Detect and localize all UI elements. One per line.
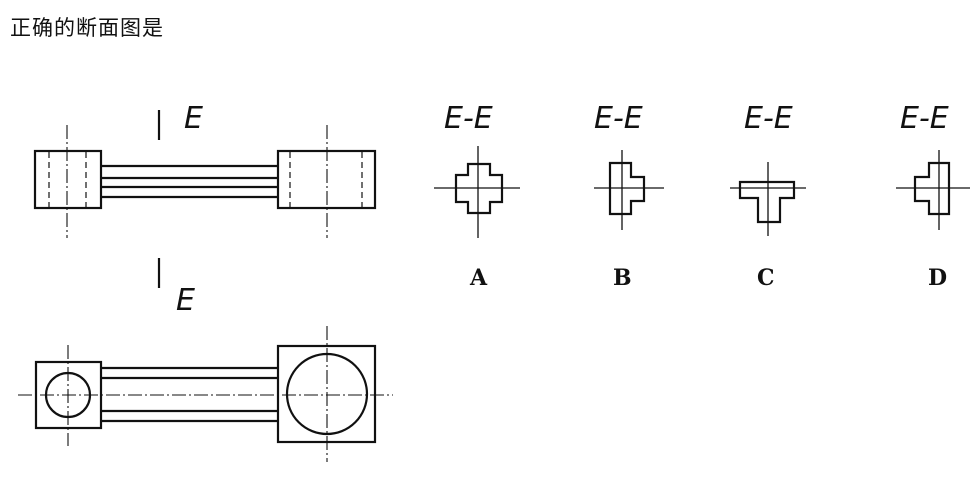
- top-view: [18, 326, 393, 462]
- option-letter-d: D: [928, 265, 947, 291]
- section-shape-c: [738, 180, 796, 224]
- section-shape-cross: [454, 162, 504, 215]
- option-letter-b: B: [613, 265, 632, 291]
- option-c[interactable]: E-E C: [730, 101, 806, 291]
- section-shape-b: [608, 161, 646, 216]
- option-letter-c: C: [757, 265, 775, 291]
- front-view: E E: [33, 101, 377, 318]
- section-label-d: E-E: [900, 101, 949, 136]
- section-label-c: E-E: [744, 101, 793, 136]
- front-right-block: [276, 149, 377, 210]
- front-left-block: [33, 149, 103, 210]
- option-d[interactable]: E-E D: [896, 101, 970, 291]
- section-label-b: E-E: [594, 101, 643, 136]
- section-label-a: E-E: [444, 101, 493, 136]
- option-letter-a: A: [469, 265, 488, 291]
- cut-label-bottom: E: [176, 283, 195, 318]
- cut-label-top: E: [184, 101, 203, 136]
- question-text: 正确的断面图是: [10, 16, 164, 40]
- option-a[interactable]: E-E A: [434, 101, 520, 291]
- option-b[interactable]: E-E B: [594, 101, 664, 291]
- section-shape-d: [913, 161, 951, 216]
